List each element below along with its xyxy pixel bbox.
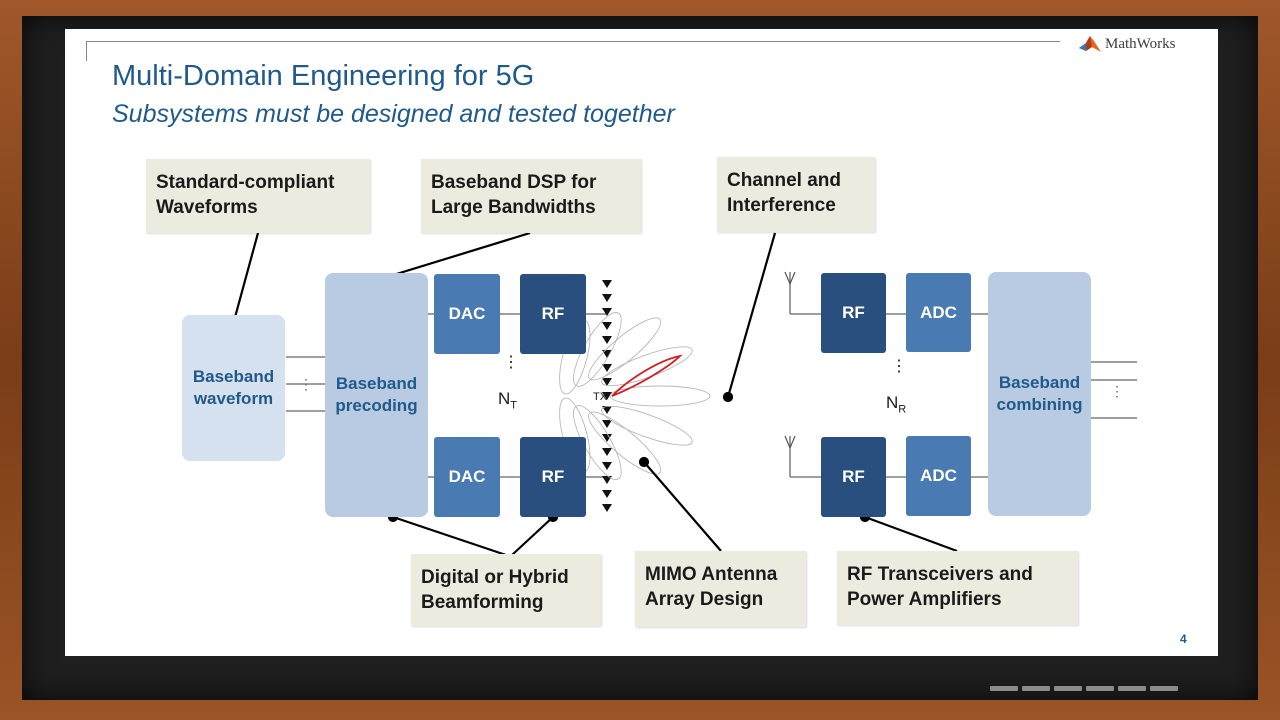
slide-subtitle: Subsystems must be designed and tested t… [112,100,675,128]
rf-block-tx-bottom: RF [520,437,586,517]
dac-block-top: DAC [434,274,500,354]
slide-title: Multi-Domain Engineering for 5G [112,60,535,92]
page-number: 4 [1180,632,1187,646]
membrane-logo-icon [1079,36,1101,52]
dac-block-bottom: DAC [434,437,500,517]
vdots-waveform: ⋮ [299,376,313,392]
main-beam-icon [611,354,683,397]
nr-label: NR [886,393,907,416]
rf-block-rx-bottom: RF [821,437,886,517]
brand-name: MathWorks [1105,35,1176,52]
adc-block-top: ADC [906,273,971,352]
nt-label: NT [498,389,518,412]
rf-block-tx-top: RF [520,274,586,354]
eraser-tray [990,678,1200,691]
rf-block-rx-top: RF [821,273,886,353]
vdots-rx: ⋮ [891,358,907,375]
tx-label: TX [593,391,608,403]
antenna-array-icon [602,280,612,512]
adc-block-bottom: ADC [906,436,971,516]
vdots-tx: ⋮ [503,354,519,371]
mathworks-logo: MathWorks [1078,32,1175,56]
title-rule-corner [86,41,87,61]
rx-antenna-icon [784,271,796,450]
vdots-combining: ⋮ [1110,383,1124,399]
title-rule [86,41,1060,42]
